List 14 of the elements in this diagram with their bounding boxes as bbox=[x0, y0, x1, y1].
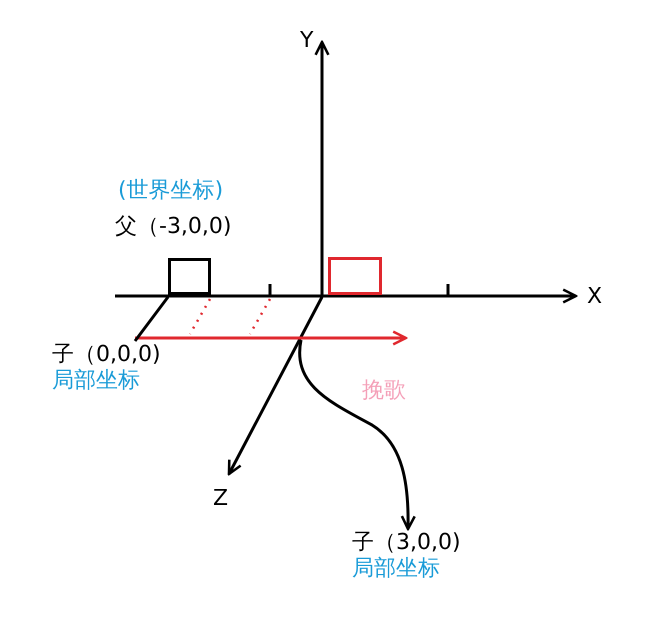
frame-label: 局部坐标 bbox=[52, 368, 141, 394]
frame-label: 局部坐标 bbox=[352, 556, 441, 582]
axis-label: X bbox=[587, 284, 602, 310]
axis-label: Y bbox=[300, 28, 314, 54]
coordinate-label: 子（3,0,0) bbox=[352, 530, 461, 556]
coordinate-label: 子（0,0,0) bbox=[52, 342, 161, 368]
frame-label: (世界坐标) bbox=[118, 178, 224, 204]
signature-text: 挽歌 bbox=[362, 378, 406, 404]
leader-line bbox=[134, 296, 170, 342]
curved-arrow bbox=[298, 340, 416, 530]
child-object-box bbox=[328, 257, 382, 295]
parent-object-box bbox=[168, 258, 211, 295]
coordinate-label: 父（-3,0,0) bbox=[115, 214, 232, 240]
axis-label: Z bbox=[213, 486, 228, 512]
